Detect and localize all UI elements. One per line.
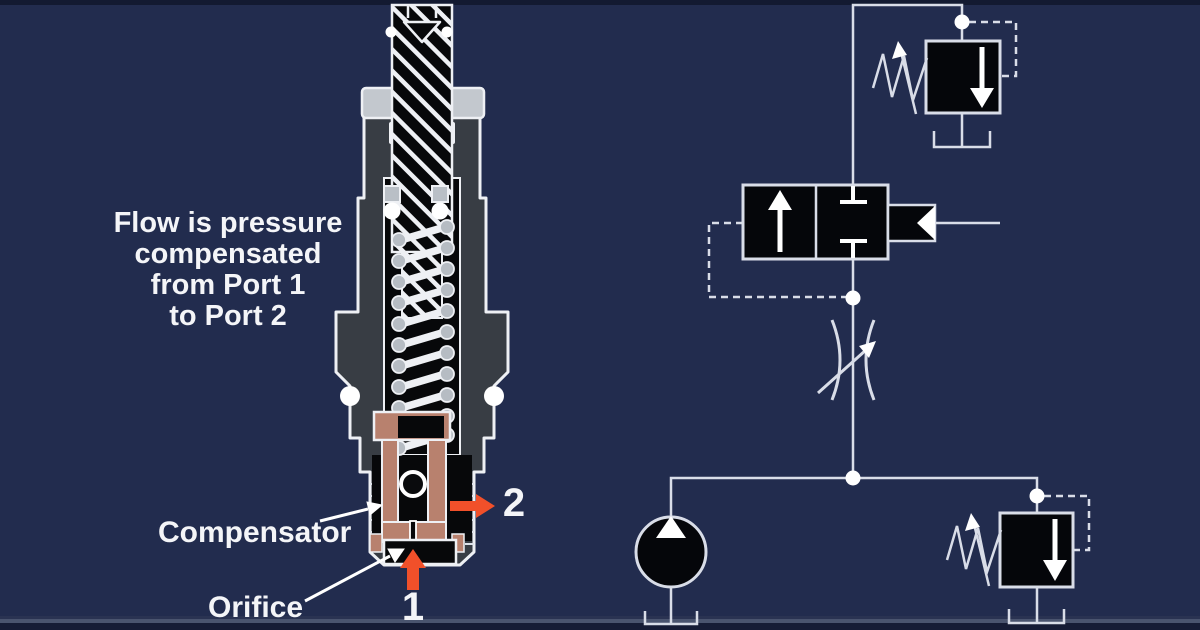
pilot-line-relief-bottom: [1044, 494, 1091, 552]
spring-icon: [945, 525, 1003, 577]
cross-drilled-hole: [399, 470, 427, 498]
port1-label: 1: [402, 585, 424, 629]
port1-arrow: [400, 549, 426, 590]
seal-ball-left: [340, 386, 360, 406]
junction-dot: [845, 290, 861, 306]
pilot-line-two-way: [707, 221, 848, 299]
letterbox-bottom-line: [0, 619, 1200, 623]
adjust-arrow-shaft: [972, 523, 991, 587]
screw-pin-right: [441, 26, 453, 38]
pump-flow-triangle: [656, 516, 686, 538]
caption-line-4: to Port 2: [169, 300, 287, 332]
port2-label: 2: [503, 481, 525, 525]
leader-arrows: [304, 501, 405, 603]
orifice-arrowhead: [387, 548, 405, 563]
letterbox-bottom: [0, 616, 1200, 619]
needle-adjust-shaft: [816, 348, 868, 395]
orifice-leader: [304, 554, 391, 603]
tank-icon: [1007, 587, 1066, 625]
open-path-arrowhead: [768, 190, 792, 210]
compensator-arrowhead: [366, 501, 384, 516]
spring-seat: [383, 185, 449, 220]
spring-icon: [871, 53, 929, 105]
needle-valve: [816, 319, 876, 401]
copper-tab-left: [369, 533, 383, 553]
relief-valve-bottom: [945, 511, 1075, 625]
pilot-lines: [707, 20, 1091, 552]
seal-ball-right: [484, 386, 504, 406]
relief-flow-arrow: [1043, 560, 1067, 581]
relief-flow-arrow: [970, 88, 994, 108]
caption-line-3: from Port 1: [151, 269, 306, 301]
needle-adjust-head: [859, 341, 876, 358]
port2-arrow: [450, 494, 495, 518]
compensator-leader: [319, 507, 369, 523]
pilot-actuator: [886, 203, 1000, 243]
orifice-label: Orifice: [208, 591, 303, 624]
junction-dot: [1029, 488, 1045, 504]
hydraulic-schematic: [634, 3, 1091, 626]
compensator-label: Compensator: [158, 516, 352, 549]
caption-line-1: Flow is pressure: [114, 207, 343, 239]
junction-dot: [954, 14, 970, 30]
two-way-valve: [741, 183, 1000, 261]
adjust-arrow-head: [965, 513, 980, 531]
compensator-spool: [369, 410, 465, 553]
flow-arrows: [400, 494, 495, 590]
stem-slot-right: [451, 122, 455, 144]
relief-valve-top: [871, 39, 1002, 149]
caption-line-2: compensated: [135, 238, 322, 270]
junction-dots: [845, 14, 1045, 504]
screw-pin-left: [385, 26, 397, 38]
adjust-arrow-head: [892, 41, 907, 59]
adjust-arrow-shaft: [899, 51, 918, 115]
tank-icon: [932, 113, 992, 149]
valve-cutaway: [304, 3, 510, 603]
stem-slot-left: [389, 122, 393, 144]
letterbox-top: [0, 0, 1200, 5]
junction-dot: [845, 470, 861, 486]
letterbox-bottom-dark: [0, 623, 1200, 630]
pilot-line-relief-top: [969, 20, 1018, 78]
tank-icon: [643, 587, 699, 626]
hex-socket-notch: [402, 20, 442, 44]
blocked-port-symbol: [840, 186, 867, 258]
caption-block: Flow is pressure compensated from Port 1…: [114, 207, 343, 332]
pump: [634, 515, 708, 626]
